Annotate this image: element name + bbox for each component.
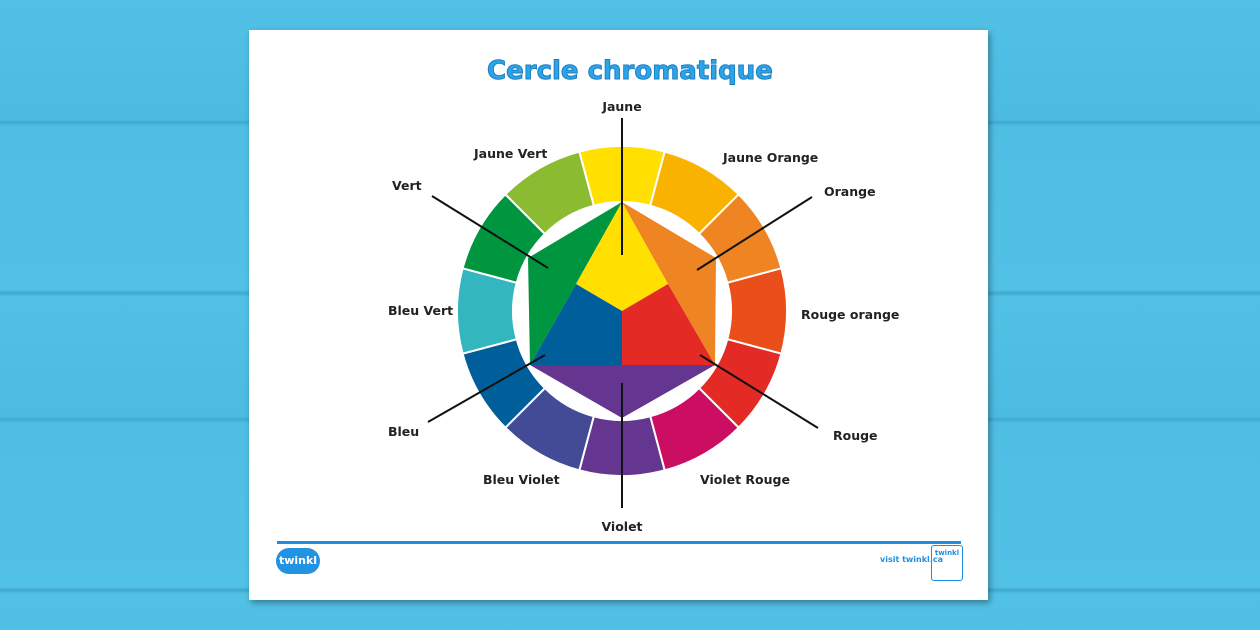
label-bleu-vert: Bleu Vert <box>388 303 453 318</box>
quality-badge: twinkl <box>931 545 963 581</box>
leader-vert <box>431 195 549 269</box>
twinkl-logo[interactable]: twinkl <box>276 548 320 574</box>
leader-rouge <box>699 354 819 429</box>
label-vert: Vert <box>392 178 422 193</box>
page-title: Cercle chromatique <box>487 56 774 87</box>
label-rouge-orange: Rouge orange <box>801 307 899 322</box>
shape-rouge <box>622 284 715 367</box>
visit-link[interactable]: visit twinkl.ca <box>880 555 943 564</box>
label-bleu-violet: Bleu Violet <box>483 472 560 487</box>
shape-orange <box>622 202 716 365</box>
ring-segment-jaune-vert <box>503 150 596 236</box>
label-jaune: Jaune <box>601 99 641 114</box>
label-violet: Violet <box>601 519 642 534</box>
label-jaune-vert: Jaune Vert <box>473 146 547 161</box>
leader-lines <box>427 118 819 508</box>
leader-orange <box>696 196 813 271</box>
footer-divider <box>277 541 961 544</box>
shape-bleu <box>530 284 622 367</box>
label-bleu: Bleu <box>388 424 419 439</box>
color-ring <box>456 145 788 477</box>
label-rouge: Rouge <box>833 428 878 443</box>
leader-bleu <box>427 354 546 423</box>
label-jaune-orange: Jaune Orange <box>722 150 818 165</box>
label-orange: Orange <box>824 184 876 199</box>
shape-jaune <box>576 202 668 311</box>
shape-vert <box>528 202 622 365</box>
label-violet-rouge: Violet Rouge <box>700 472 790 487</box>
